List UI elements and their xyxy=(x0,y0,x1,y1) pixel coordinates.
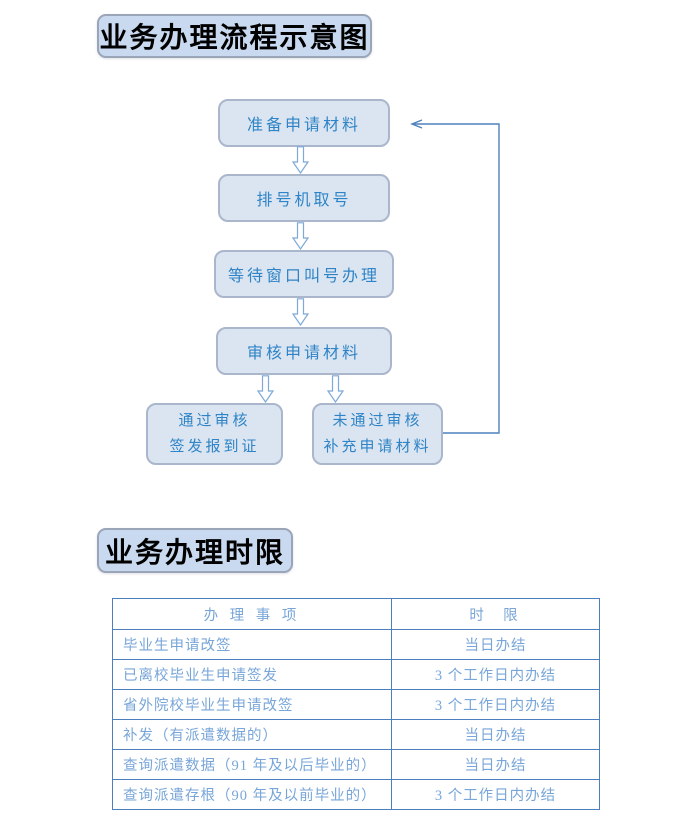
down-arrow-icon xyxy=(292,298,309,326)
item-cell: 补发（有派遣数据的） xyxy=(112,719,392,750)
flow-step-prepare-materials: 准备申请材料 xyxy=(218,99,390,147)
table-row: 补发（有派遣数据的） 当日办结 xyxy=(112,719,600,750)
item-cell: 查询派遣存根（90 年及以前毕业的） xyxy=(112,779,392,810)
flow-step-take-number: 排号机取号 xyxy=(218,174,390,222)
flow-step-label: 等待窗口叫号办理 xyxy=(227,268,380,285)
item-cell: 省外院校毕业生申请改签 xyxy=(112,689,392,720)
flow-step-review-materials: 审核申请材料 xyxy=(216,327,392,375)
limit-cell: 3 个工作日内办结 xyxy=(391,689,600,720)
down-arrow-icon xyxy=(292,222,309,250)
table-row: 查询派遣数据（91 年及以后毕业的） 当日办结 xyxy=(112,749,600,780)
flow-step-fail-review: 未通过审核 补充申请材料 xyxy=(312,403,443,465)
flow-step-pass-review: 通过审核 签发报到证 xyxy=(146,403,283,465)
limit-cell: 3 个工作日内办结 xyxy=(391,659,600,690)
flow-step-label: 审核申请材料 xyxy=(246,345,361,362)
flow-section-title: 业务办理流程示意图 xyxy=(99,23,370,54)
flow-step-label: 准备申请材料 xyxy=(246,117,361,134)
item-cell: 查询派遣数据（91 年及以后毕业的） xyxy=(112,749,392,780)
flow-step-label: 排号机取号 xyxy=(256,192,352,209)
limit-cell: 3 个工作日内办结 xyxy=(391,779,600,810)
flow-section-title-box: 业务办理流程示意图 xyxy=(97,14,372,58)
limit-cell: 当日办结 xyxy=(391,629,600,660)
flow-step-label-line1: 未通过审核 xyxy=(332,412,423,429)
time-limit-table: 办 理 事 项 时 限 毕业生申请改签 当日办结 已离校毕业生申请签发 3 个工… xyxy=(112,598,600,810)
item-cell: 毕业生申请改签 xyxy=(112,629,392,660)
flowchart: 准备申请材料 排号机取号 等待窗口叫号办理 审核申请材料 通过审核 签发报 xyxy=(146,99,500,465)
time-limit-section-title: 业务办理时限 xyxy=(104,537,285,569)
limit-cell: 当日办结 xyxy=(391,719,600,750)
down-arrow-icon xyxy=(257,375,274,403)
table-row: 省外院校毕业生申请改签 3 个工作日内办结 xyxy=(112,689,600,720)
column-header-item: 办 理 事 项 xyxy=(112,598,392,630)
flow-step-label-line2: 签发报到证 xyxy=(169,439,260,455)
down-arrow-icon xyxy=(327,375,344,403)
column-header-limit: 时 限 xyxy=(391,598,600,630)
item-cell: 已离校毕业生申请签发 xyxy=(112,659,392,690)
flow-step-label-line1: 通过审核 xyxy=(178,412,251,429)
time-limit-section-title-box: 业务办理时限 xyxy=(97,528,293,573)
down-arrow-icon xyxy=(292,146,309,174)
limit-cell: 当日办结 xyxy=(391,749,600,780)
flow-step-wait-for-call: 等待窗口叫号办理 xyxy=(214,250,394,298)
table-row: 查询派遣存根（90 年及以前毕业的） 3 个工作日内办结 xyxy=(112,779,600,810)
table-row: 毕业生申请改签 当日办结 xyxy=(112,629,600,660)
flow-step-label-line2: 补充申请材料 xyxy=(323,439,432,455)
table-row: 已离校毕业生申请签发 3 个工作日内办结 xyxy=(112,659,600,690)
table-header-row: 办 理 事 项 时 限 xyxy=(112,598,600,630)
